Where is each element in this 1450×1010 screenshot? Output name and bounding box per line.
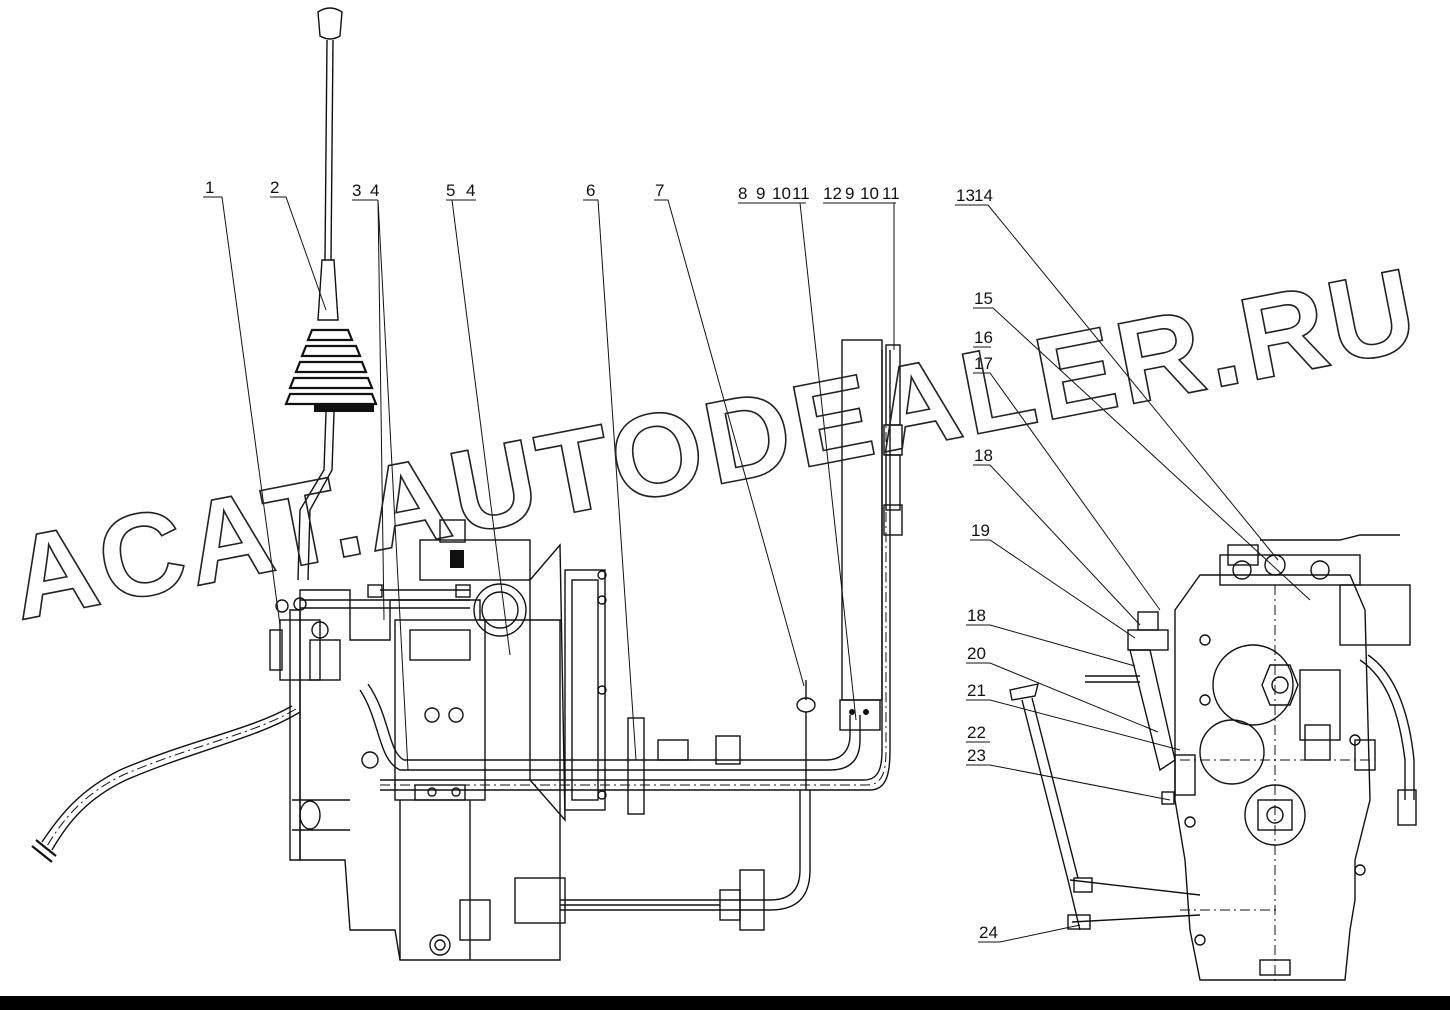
callout-19: 19	[971, 521, 990, 540]
callout-17: 17	[974, 354, 993, 373]
callout-2: 2	[270, 178, 279, 197]
callout-10: 10	[772, 184, 791, 203]
callout-22: 22	[967, 723, 986, 742]
gearbox-front-view	[1009, 534, 1417, 985]
callout-12-9: 9	[845, 184, 854, 203]
bottom-border-bar	[0, 996, 1450, 1010]
callout-23: 23	[967, 746, 986, 765]
callout-12: 12	[823, 184, 842, 203]
callout-5-sub: 4	[466, 181, 475, 200]
callout-15: 15	[974, 289, 993, 308]
callout-18b: 18	[967, 606, 986, 625]
callout-12-10: 10	[860, 184, 879, 203]
callout-20: 20	[967, 644, 986, 663]
callout-5: 5	[446, 181, 455, 200]
callout-7: 7	[655, 181, 664, 200]
callout-3: 3	[352, 181, 361, 200]
callout-8: 8	[738, 184, 747, 203]
callout-4: 4	[370, 181, 379, 200]
callout-21: 21	[967, 681, 986, 700]
callout-6: 6	[586, 181, 595, 200]
callout-9: 9	[756, 184, 765, 203]
leader-lines	[203, 196, 1311, 943]
callout-14: 14	[974, 186, 993, 205]
callout-11: 11	[792, 184, 810, 203]
callout-18: 18	[974, 446, 993, 465]
gearbox-side-view	[31, 7, 903, 961]
callout-16: 16	[974, 328, 993, 347]
callout-13: 13	[956, 186, 975, 205]
watermark-text: ACAT.AUTODEALER.RU	[0, 243, 1430, 646]
callout-labels: 1 2 3 4 5 4 6 7 8 9 10 11 12 9 10 11 13 …	[205, 178, 998, 942]
callout-24: 24	[979, 923, 998, 942]
lever-boot	[284, 328, 378, 412]
callout-12-11: 11	[882, 184, 900, 203]
callout-1: 1	[205, 178, 214, 197]
